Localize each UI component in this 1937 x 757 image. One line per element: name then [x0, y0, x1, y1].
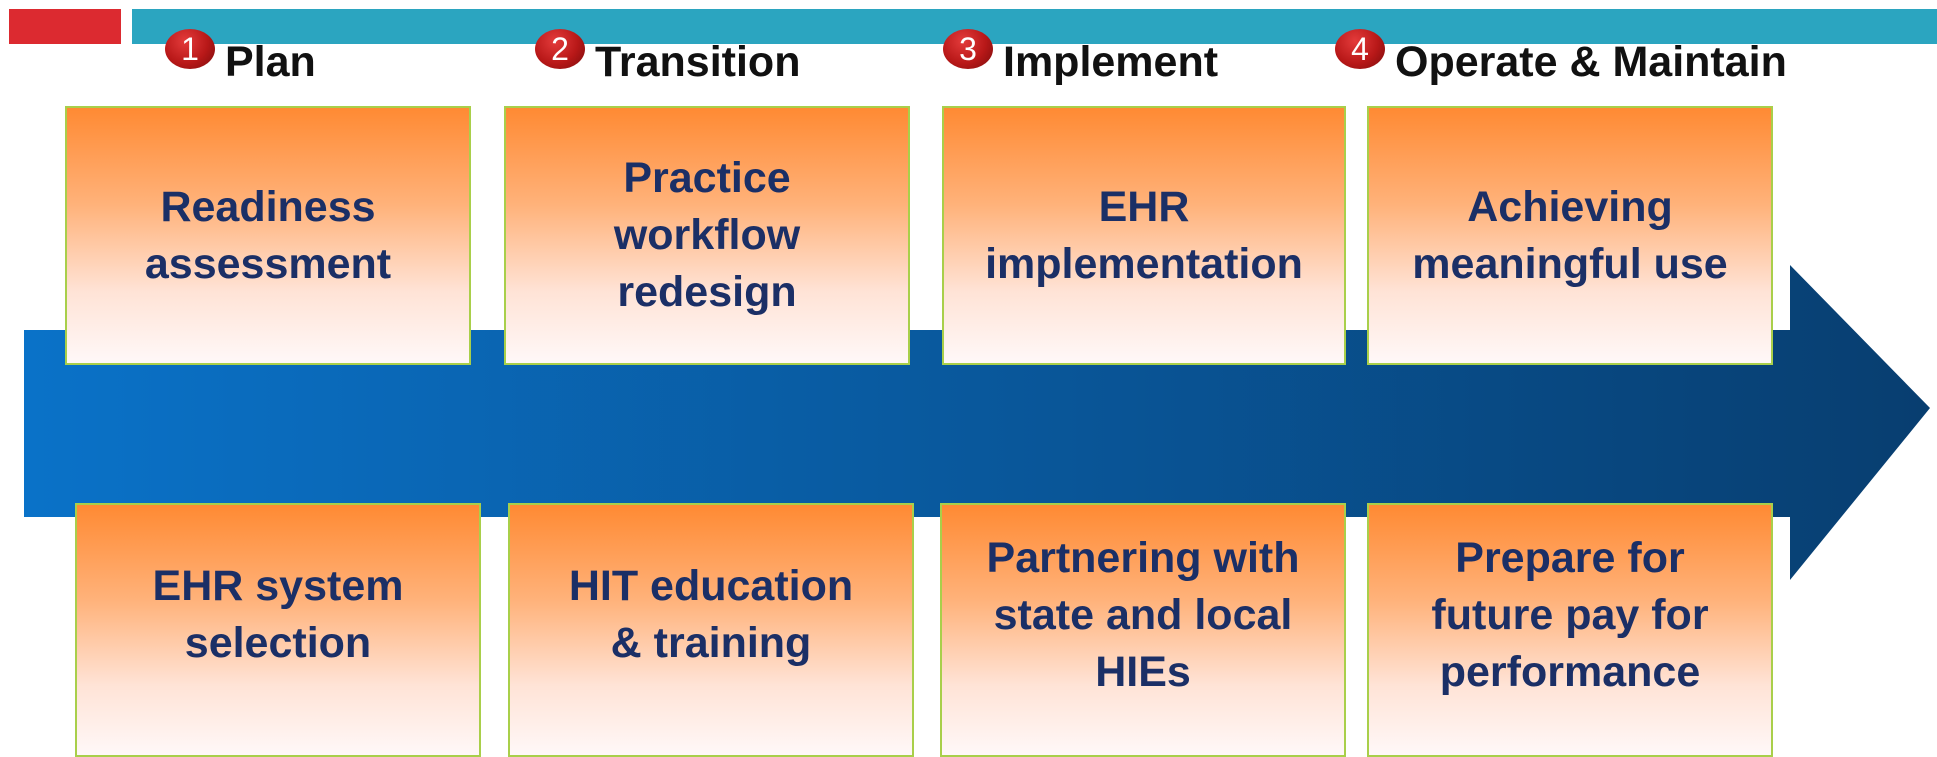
phase-number-badge: 4 [1335, 29, 1385, 69]
step-ehr-system-selection: EHR system selection [75, 503, 481, 757]
step-ehr-implementation: EHR implementation [942, 106, 1346, 365]
header-band [132, 9, 1937, 44]
phase-number-badge: 2 [535, 29, 585, 69]
step-readiness-assessment: Readiness assessment [65, 106, 471, 365]
phase-label: Operate & Maintain [1395, 37, 1787, 86]
phase-number-badge: 1 [165, 29, 215, 69]
step-practice-workflow-redesign: Practice workflow redesign [504, 106, 910, 365]
step-hit-education-training: HIT education & training [508, 503, 914, 757]
step-partnering-hies: Partnering with state and local HIEs [940, 503, 1346, 757]
phase-label: Implement [1003, 37, 1219, 86]
phase-label: Plan [225, 37, 316, 86]
phase-transition: 2 Transition [535, 29, 801, 94]
phase-operate-maintain: 4 Operate & Maintain [1335, 29, 1787, 94]
phase-number-badge: 3 [943, 29, 993, 69]
phase-implement: 3 Implement [943, 29, 1219, 94]
step-achieving-meaningful-use: Achieving meaningful use [1367, 106, 1773, 365]
header-accent-bar [9, 9, 121, 44]
step-prepare-pay-for-performance: Prepare for future pay for performance [1367, 503, 1773, 757]
phase-label: Transition [595, 37, 801, 86]
phase-plan: 1 Plan [165, 29, 316, 94]
